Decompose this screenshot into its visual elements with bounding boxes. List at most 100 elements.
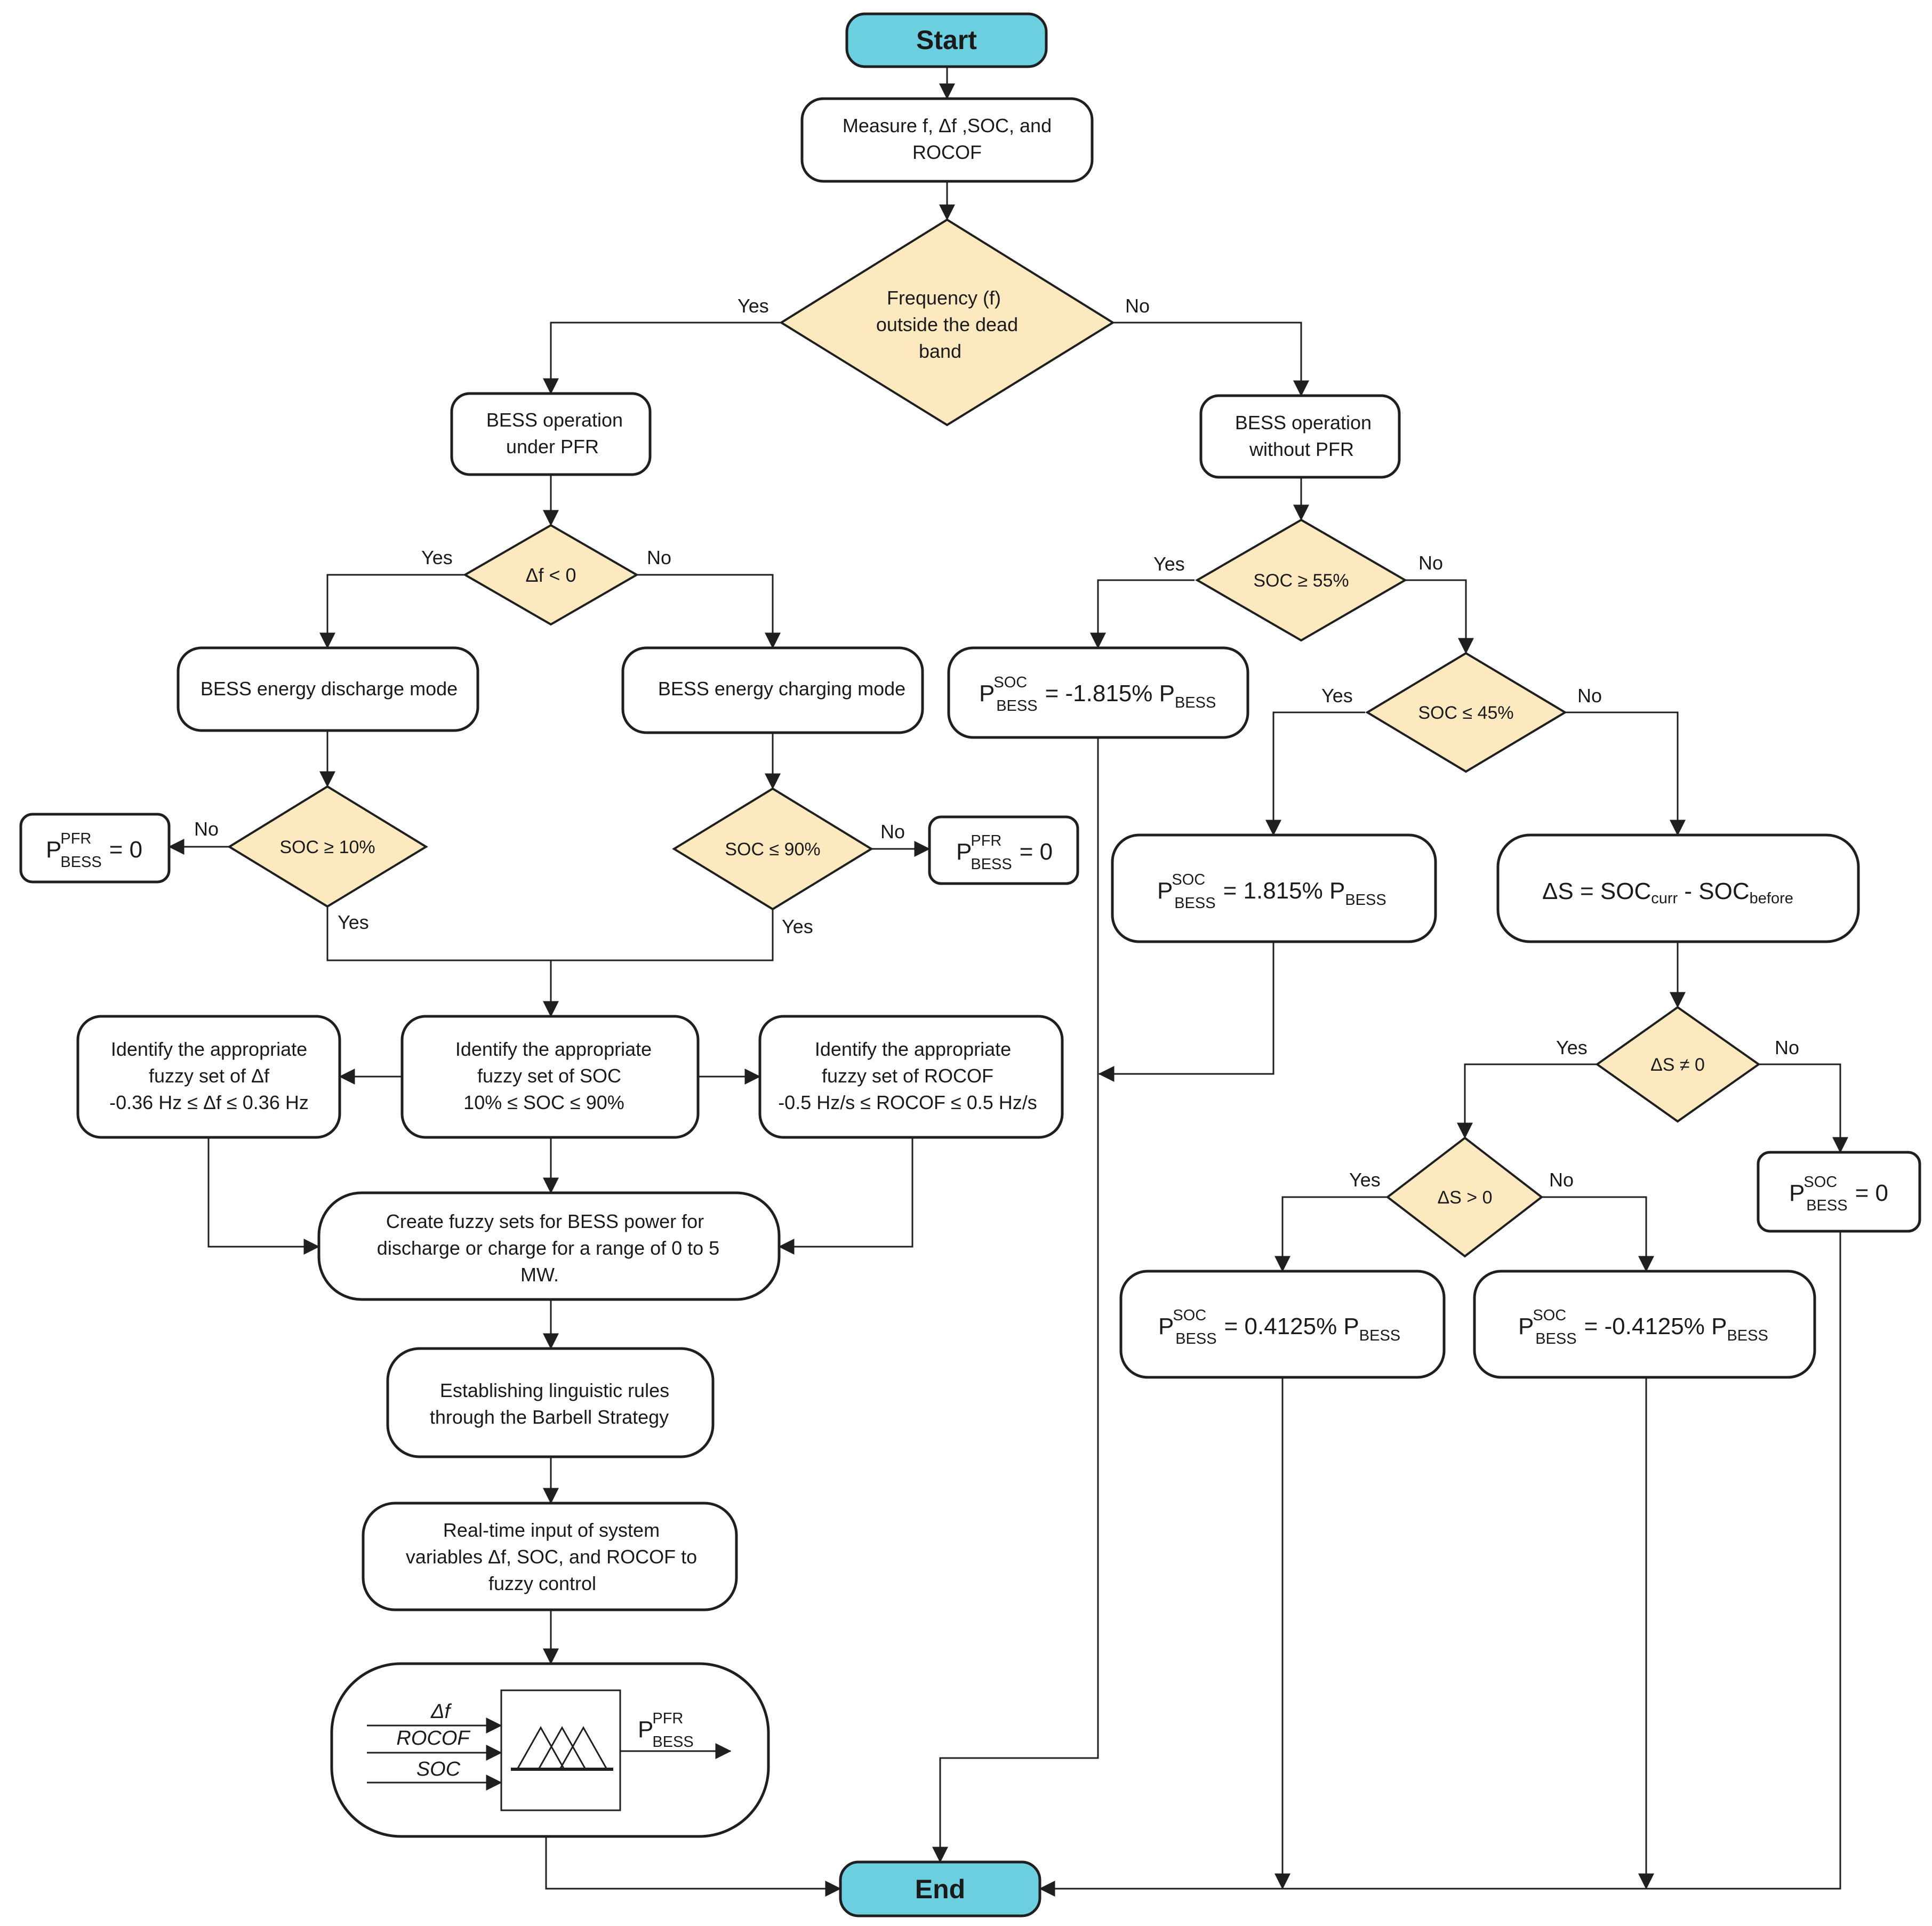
svg-text:-0.36 Hz ≤ Δf ≤ 0.36 Hz: -0.36 Hz ≤ Δf ≤ 0.36 Hz — [109, 1092, 309, 1113]
arrow-plus1815-join — [1098, 942, 1274, 1082]
arrow-dsgt-no — [1542, 1196, 1654, 1272]
svg-text:discharge or charge for a rang: discharge or charge for a range of 0 to … — [377, 1237, 719, 1259]
svg-text:BESS energy discharge mode: BESS energy discharge mode — [201, 678, 458, 700]
arrow-soc45-no — [1565, 711, 1686, 836]
svg-text:SOC ≤ 90%: SOC ≤ 90% — [725, 839, 820, 860]
svg-text:Measure f, Δf ,SOC, and: Measure f, Δf ,SOC, and — [843, 115, 1052, 137]
arrow-df-create — [207, 1137, 320, 1255]
linguistic-rules-box: Establishing linguistic rules through th… — [386, 1347, 715, 1458]
label-yes: Yes — [338, 911, 369, 933]
input-label-rocof: ROCOF — [396, 1727, 470, 1750]
arrow-soc55-no — [1405, 579, 1474, 654]
arrow-fuzzy-end — [545, 1836, 841, 1897]
start-terminal: Start — [845, 12, 1048, 68]
label-no: No — [647, 547, 671, 568]
charging-mode-box: BESS energy charging mode — [621, 646, 924, 734]
start-label: Start — [916, 25, 977, 55]
svg-text:fuzzy set of Δf: fuzzy set of Δf — [149, 1065, 270, 1087]
label-no: No — [1125, 295, 1150, 317]
svg-text:ΔS > 0: ΔS > 0 — [1437, 1187, 1492, 1208]
svg-text:Frequency (f): Frequency (f) — [887, 287, 1001, 309]
arrow-dsne-yes — [1457, 1063, 1597, 1139]
soc90-decision: SOC ≤ 90% — [672, 787, 873, 911]
svg-text:ROCOF: ROCOF — [912, 141, 982, 163]
svg-text:Identify the appropriate: Identify the appropriate — [815, 1038, 1011, 1060]
branch-labels: Yes No Yes No No Yes No Yes Yes No Yes N… — [194, 295, 1799, 1191]
soc55-decision: SOC ≥ 55% — [1195, 518, 1407, 642]
label-no: No — [1418, 552, 1443, 574]
arrow-zero-end — [1039, 1231, 1841, 1897]
discharge-mode-box: BESS energy discharge mode — [177, 646, 479, 732]
arrow-freq-yes — [543, 322, 781, 395]
svg-text:Establishing linguistic rules: Establishing linguistic rules — [440, 1379, 669, 1401]
soc45-decision: SOC ≤ 45% — [1365, 652, 1567, 773]
label-no: No — [1775, 1037, 1799, 1058]
svg-text:10% ≤ SOC ≤ 90%: 10% ≤ SOC ≤ 90% — [463, 1092, 624, 1113]
label-yes: Yes — [421, 547, 453, 568]
measure-box: Measure f, Δf ,SOC, and ROCOF — [800, 97, 1094, 183]
svg-text:outside the dead: outside the dead — [876, 314, 1018, 335]
arrow-df-no — [637, 574, 781, 649]
end-label: End — [915, 1874, 965, 1904]
svg-text:-0.5 Hz/s ≤ ROCOF ≤ 0.5 Hz/s: -0.5 Hz/s ≤ ROCOF ≤ 0.5 Hz/s — [778, 1092, 1037, 1113]
label-yes: Yes — [1321, 685, 1353, 707]
label-yes: Yes — [782, 916, 813, 937]
connectors — [168, 67, 1848, 1897]
svg-text:SOC ≤ 45%: SOC ≤ 45% — [1418, 703, 1513, 723]
label-no: No — [194, 818, 219, 840]
svg-text:Δf < 0: Δf < 0 — [525, 564, 576, 586]
input-label-df: Δf — [430, 1700, 452, 1723]
realtime-input-box: Real-time input of system variables Δf, … — [362, 1502, 738, 1611]
svg-text:under PFR: under PFR — [506, 436, 599, 458]
arrow-freq-no — [1113, 322, 1309, 397]
ds-positive-decision: ΔS > 0 — [1385, 1136, 1544, 1258]
arrow-dsgt-yes — [1274, 1196, 1388, 1272]
arrow-dsne-no — [1759, 1063, 1848, 1153]
arrow-soc45-yes — [1265, 711, 1365, 836]
svg-text:ΔS ≠ 0: ΔS ≠ 0 — [1650, 1055, 1705, 1075]
fuzzy-rocof-box: Identify the appropriate fuzzy set of RO… — [758, 1015, 1064, 1139]
frequency-decision: Frequency (f) outside the dead band — [779, 218, 1115, 427]
svg-text:Create fuzzy sets for BESS pow: Create fuzzy sets for BESS power for — [386, 1210, 704, 1232]
soc10-decision: SOC ≥ 10% — [227, 785, 428, 908]
membership-functions-icon — [511, 1726, 613, 1771]
input-label-soc: SOC — [416, 1758, 461, 1780]
svg-text:through the Barbell Strategy: through the Barbell Strategy — [430, 1406, 669, 1428]
svg-text:BESS energy charging mode: BESS energy charging mode — [658, 678, 905, 700]
arrow-minus1815-end — [932, 737, 1099, 1863]
fuzzy-controller-block — [500, 1689, 621, 1811]
create-fuzzy-sets-box: Create fuzzy sets for BESS power for dis… — [317, 1191, 781, 1301]
delta-s-formula: ΔS = SOCcurr - SOCbefore — [1542, 878, 1793, 907]
ds-not-zero-decision: ΔS ≠ 0 — [1595, 1006, 1761, 1123]
arrow-df-yes — [319, 574, 465, 649]
svg-text:BESS operation: BESS operation — [1235, 412, 1372, 434]
label-no: No — [1577, 685, 1602, 707]
svg-text:MW.: MW. — [520, 1264, 559, 1286]
svg-text:variables Δf, SOC, and ROCOF t: variables Δf, SOC, and ROCOF to — [406, 1546, 697, 1568]
label-yes: Yes — [1153, 553, 1185, 575]
svg-text:band: band — [919, 340, 961, 362]
svg-text:Identify the appropriate: Identify the appropriate — [455, 1038, 652, 1060]
svg-text:Real-time input of system: Real-time input of system — [443, 1519, 660, 1541]
svg-text:Identify the appropriate: Identify the appropriate — [111, 1038, 307, 1060]
fuzzy-df-box: Identify the appropriate fuzzy set of Δf… — [76, 1015, 341, 1139]
svg-text:SOC ≥ 55%: SOC ≥ 55% — [1253, 571, 1349, 591]
arrow-rocof-create — [778, 1137, 913, 1255]
label-no: No — [880, 821, 905, 842]
